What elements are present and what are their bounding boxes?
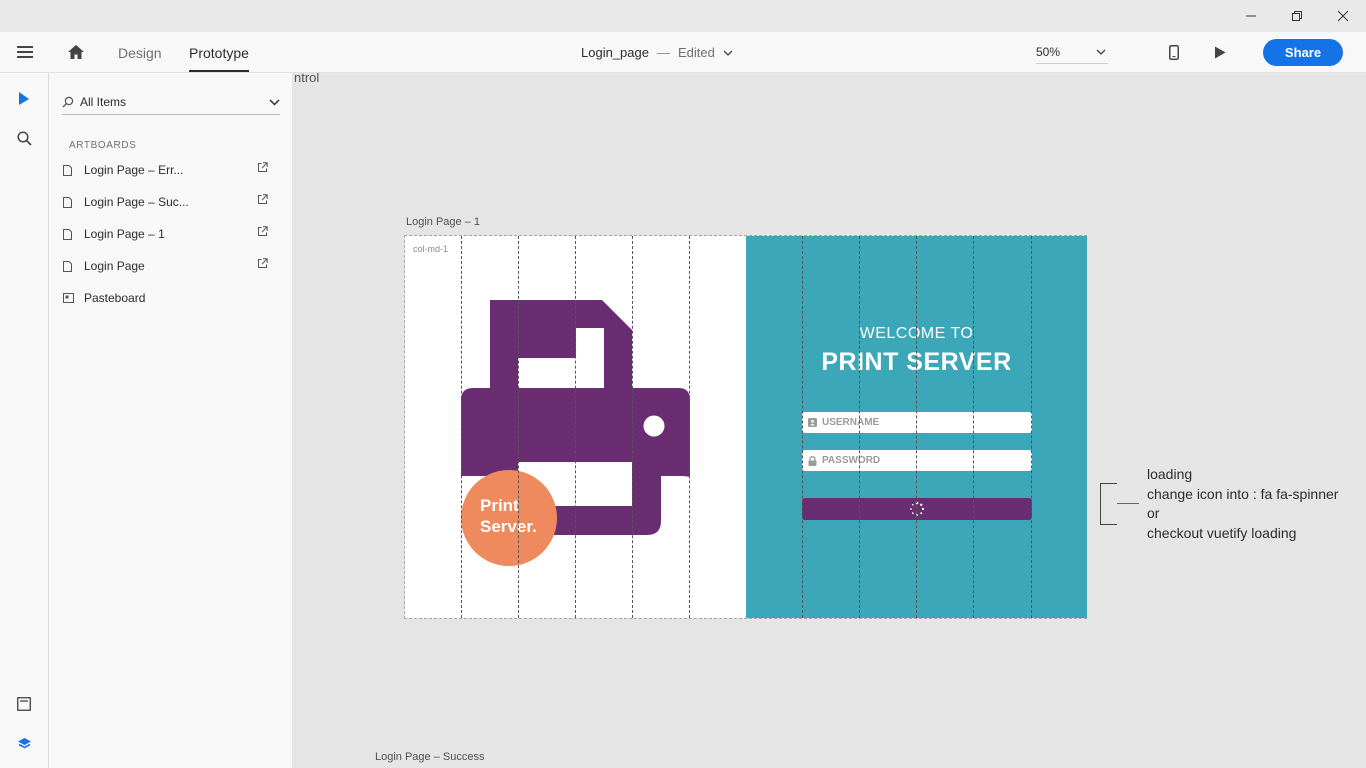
user-icon — [802, 418, 822, 427]
artboard-item-label: Pasteboard — [84, 291, 146, 305]
zoom-value: 50% — [1036, 44, 1061, 59]
logo-line-2: Server. — [480, 517, 537, 536]
login-button[interactable] — [802, 498, 1032, 520]
mobile-preview-icon[interactable] — [1162, 40, 1186, 64]
search-icon[interactable] — [12, 126, 36, 150]
artboard-item-login-success[interactable]: Login Page – Suc... — [62, 190, 280, 214]
grid-column-guide — [802, 236, 803, 618]
cropped-label: ntrol — [294, 73, 320, 85]
document-separator: — — [656, 45, 670, 60]
external-link-icon[interactable] — [257, 162, 268, 176]
artboard-item-label: Login Page – Suc... — [84, 195, 189, 209]
grid-column-guide — [632, 236, 633, 618]
spinner-icon — [909, 501, 925, 517]
column-label: col-md-1 — [413, 244, 449, 254]
layers-icon[interactable] — [12, 732, 36, 756]
minimize-icon[interactable] — [1228, 0, 1274, 32]
grid-column-guide — [689, 236, 690, 618]
layers-panel: All Items ARTBOARDS Login Page – Err... … — [49, 73, 292, 768]
zoom-select[interactable]: 50% — [1036, 40, 1108, 64]
hamburger-menu-icon[interactable] — [13, 40, 37, 64]
window-titlebar — [0, 0, 1366, 32]
annotation-connector — [1117, 503, 1139, 504]
artboard-icon — [63, 228, 75, 240]
chevron-down-icon — [269, 99, 280, 106]
grid-column-guide — [859, 236, 860, 618]
external-link-icon[interactable] — [257, 194, 268, 208]
assets-panel-icon[interactable] — [12, 692, 36, 716]
artboard-item-label: Login Page — [84, 259, 145, 273]
external-link-icon[interactable] — [257, 226, 268, 240]
tab-design[interactable]: Design — [118, 44, 162, 61]
logo-line-1: Print — [480, 496, 519, 515]
bottom-artboard-title[interactable]: Login Page – Success — [375, 751, 485, 763]
password-placeholder: PASSWORD — [822, 455, 881, 466]
close-icon[interactable] — [1320, 0, 1366, 32]
share-button[interactable]: Share — [1263, 39, 1343, 66]
annotation-bracket — [1100, 483, 1117, 525]
artboard-login-page-1[interactable]: Print Server. WELCOME TO PRINT SERVER US… — [404, 235, 1087, 619]
artboard-item-label: Login Page – Err... — [84, 163, 184, 177]
chevron-down-icon — [723, 50, 733, 56]
grid-column-guide — [973, 236, 974, 618]
note-line: change icon into : fa fa-spinner — [1147, 485, 1339, 502]
search-icon — [62, 96, 74, 108]
filter-label: All Items — [80, 94, 127, 109]
password-field[interactable]: PASSWORD — [802, 450, 1032, 471]
note-line: loading — [1147, 466, 1193, 482]
restore-icon[interactable] — [1274, 0, 1320, 32]
grid-column-guide — [916, 236, 917, 618]
artboards-heading: ARTBOARDS — [69, 140, 137, 151]
artboard-item-pasteboard[interactable]: Pasteboard — [62, 286, 280, 310]
artboard-icon — [63, 196, 75, 208]
play-preview-icon[interactable] — [1208, 40, 1232, 64]
artboard-item-login-1[interactable]: Login Page – 1 — [62, 222, 280, 246]
select-tool-icon[interactable] — [12, 86, 36, 110]
artboard-icon — [63, 164, 75, 176]
document-title-menu[interactable]: Login_page — Edited — [581, 32, 733, 73]
lock-icon — [802, 455, 822, 466]
artboard-icon — [63, 260, 75, 272]
print-server-logo: Print Server. — [461, 470, 557, 566]
chevron-down-icon — [1096, 49, 1106, 55]
external-link-icon[interactable] — [257, 258, 268, 272]
document-state: Edited — [677, 45, 715, 60]
username-placeholder: USERNAME — [822, 417, 880, 428]
document-name: Login_page — [581, 45, 649, 60]
grid-column-guide — [461, 236, 462, 618]
tab-prototype[interactable]: Prototype — [189, 32, 249, 73]
artboard-item-login[interactable]: Login Page — [62, 254, 280, 278]
username-field[interactable]: USERNAME — [802, 412, 1032, 433]
grid-column-guide — [518, 236, 519, 618]
app-toolbar: Design Prototype Login_page — Edited 50% — [0, 32, 1366, 73]
grid-column-guide — [1031, 236, 1032, 618]
artboard-item-login-error[interactable]: Login Page – Err... — [62, 158, 280, 182]
artboard-title[interactable]: Login Page – 1 — [406, 216, 481, 228]
note-line: checkout vuetify loading — [1147, 524, 1297, 541]
design-canvas[interactable]: ntrol Login Page – 1 Print Server. WELCO… — [292, 73, 1366, 768]
layers-filter[interactable]: All Items — [62, 89, 280, 115]
note-line: or — [1147, 505, 1160, 521]
annotation-note[interactable]: loading change icon into : fa fa-spinner… — [1147, 465, 1338, 543]
home-icon[interactable] — [64, 40, 88, 64]
artboard-item-label: Login Page – 1 — [84, 227, 165, 241]
pasteboard-icon — [63, 293, 75, 303]
tool-rail — [0, 73, 49, 768]
grid-column-guide — [575, 236, 576, 618]
